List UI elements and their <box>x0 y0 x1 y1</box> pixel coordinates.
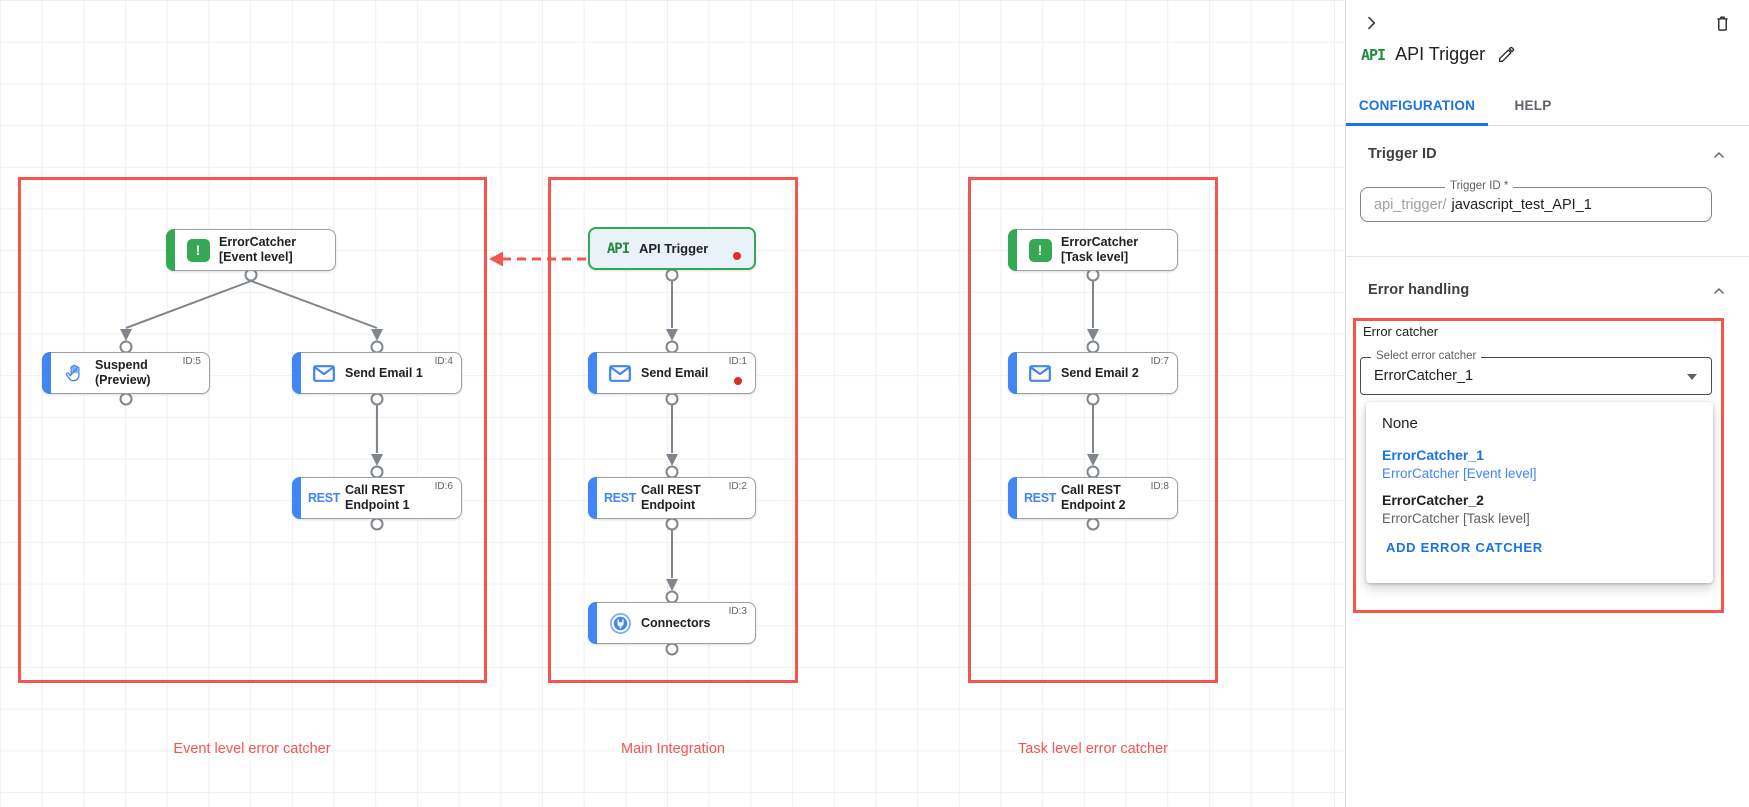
trigger-id-field[interactable]: Trigger ID * api_trigger/ javascript_tes… <box>1360 180 1712 222</box>
trash-icon <box>1716 16 1728 31</box>
node-send-email-2[interactable]: Send Email 2 ID:7 <box>1008 352 1178 394</box>
delete-trigger-button[interactable] <box>1709 10 1735 36</box>
node-label: Send Email 1 <box>345 365 423 380</box>
option-name: ErrorCatcher_1 <box>1382 447 1484 463</box>
pencil-icon <box>1499 46 1515 63</box>
node-id-badge: ID:6 <box>434 481 453 492</box>
node-ports <box>119 268 1100 656</box>
panel-title: API Trigger <box>1395 44 1486 64</box>
node-send-email-1[interactable]: Send Email 1 ID:4 <box>292 352 462 394</box>
node-id-badge: ID:5 <box>182 356 201 367</box>
mail-icon <box>1026 364 1054 382</box>
error-catcher-group-label: Error catcher <box>1363 324 1439 339</box>
caption-task-level: Task level error catcher <box>1018 741 1168 757</box>
node-color-stripe <box>1008 477 1017 519</box>
section-divider <box>1346 256 1749 257</box>
node-connectors[interactable]: Connectors ID:3 <box>588 602 756 644</box>
unsaved-change-dot <box>733 252 741 260</box>
error-catcher-link-arrow <box>489 251 588 267</box>
error-catcher-icon: ! <box>1026 238 1054 262</box>
node-call-rest-endpoint-2[interactable]: REST Call REST Endpoint 2 ID:8 <box>1008 477 1178 519</box>
rest-icon: REST <box>603 491 637 505</box>
mail-icon <box>606 364 634 382</box>
section-trigger-id: Trigger ID <box>1368 146 1437 162</box>
collapse-trigger-id-button[interactable] <box>1711 147 1727 163</box>
option-description: ErrorCatcher [Task level] <box>1382 511 1530 526</box>
option-name: ErrorCatcher_2 <box>1382 492 1484 508</box>
node-call-rest-endpoint[interactable]: REST Call REST Endpoint ID:2 <box>588 477 756 519</box>
node-color-stripe <box>292 477 301 519</box>
rest-icon: REST <box>307 491 341 505</box>
select-error-catcher-label: Select error catcher <box>1371 350 1482 362</box>
add-error-catcher-button[interactable]: ADD ERROR CATCHER <box>1386 540 1543 555</box>
connector-icon <box>606 612 634 635</box>
menu-item-none[interactable]: None <box>1382 415 1418 432</box>
node-color-stripe <box>588 477 597 519</box>
node-label: Connectors <box>641 615 711 630</box>
node-label: Send Email 2 <box>1061 365 1139 380</box>
workflow-canvas[interactable]: Event level error catcher Main Integrati… <box>0 0 1345 807</box>
dropdown-caret-icon <box>1687 374 1697 380</box>
collapse-error-handling-button[interactable] <box>1711 283 1727 299</box>
tab-help[interactable]: HELP <box>1514 97 1552 113</box>
node-label: ErrorCatcher [Event level] <box>219 235 297 264</box>
caption-main-integration: Main Integration <box>621 741 725 757</box>
node-label: Call REST Endpoint <box>641 483 701 512</box>
connector-lines <box>125 280 1094 578</box>
chevron-up-icon <box>1714 288 1724 294</box>
error-catcher-dropdown-menu: None ErrorCatcher_1 ErrorCatcher [Event … <box>1366 402 1713 583</box>
node-id-badge: ID:1 <box>728 356 747 367</box>
node-errorcatcher-event-level[interactable]: ! ErrorCatcher [Event level] <box>166 229 336 271</box>
trigger-id-prefix: api_trigger/ <box>1374 196 1447 213</box>
node-color-stripe <box>1008 229 1017 271</box>
node-color-stripe <box>588 602 597 644</box>
select-error-catcher-value: ErrorCatcher_1 <box>1374 368 1474 384</box>
trigger-id-field-label: Trigger ID * <box>1445 180 1514 192</box>
node-label: Call REST Endpoint 1 <box>345 483 410 512</box>
node-color-stripe <box>42 352 51 394</box>
option-description: ErrorCatcher [Event level] <box>1382 466 1537 481</box>
node-id-badge: ID:4 <box>434 356 453 367</box>
node-color-stripe <box>588 352 597 394</box>
node-label: Suspend (Preview) <box>95 358 151 387</box>
node-color-stripe <box>166 229 175 271</box>
node-suspend[interactable]: Suspend (Preview) ID:5 <box>42 352 210 394</box>
config-panel: API API Trigger CONFIGURATION HELP Trigg… <box>1345 0 1749 807</box>
flow-edges <box>119 251 1100 656</box>
rest-icon: REST <box>1023 491 1057 505</box>
menu-item-errorcatcher-1[interactable]: ErrorCatcher_1 ErrorCatcher [Event level… <box>1382 447 1713 481</box>
tab-configuration[interactable]: CONFIGURATION <box>1346 85 1488 126</box>
chevron-up-icon <box>1714 152 1724 158</box>
node-id-badge: ID:2 <box>728 481 747 492</box>
node-id-badge: ID:3 <box>728 606 747 617</box>
panel-tabs: CONFIGURATION HELP <box>1346 85 1749 126</box>
api-trigger-icon: API <box>606 240 630 257</box>
error-catcher-icon: ! <box>184 238 212 262</box>
node-id-badge: ID:7 <box>1150 356 1169 367</box>
connector-arrowheads <box>120 329 1099 591</box>
node-label: Send Email <box>641 365 709 380</box>
api-trigger-icon: API <box>1361 45 1386 64</box>
node-errorcatcher-task-level[interactable]: ! ErrorCatcher [Task level] <box>1008 229 1178 271</box>
node-send-email[interactable]: Send Email ID:1 <box>588 352 756 394</box>
collapse-panel-button[interactable] <box>1358 10 1384 36</box>
unsaved-change-dot <box>734 377 742 385</box>
node-label: Call REST Endpoint 2 <box>1061 483 1126 512</box>
menu-item-errorcatcher-2[interactable]: ErrorCatcher_2 ErrorCatcher [Task level] <box>1382 492 1713 526</box>
node-id-badge: ID:8 <box>1150 481 1169 492</box>
node-color-stripe <box>1008 352 1017 394</box>
node-label: API Trigger <box>639 240 709 256</box>
edit-title-button[interactable] <box>1497 45 1516 64</box>
hand-icon <box>60 363 88 384</box>
mail-icon <box>310 364 338 382</box>
trigger-id-value: javascript_test_API_1 <box>1451 196 1592 213</box>
caption-event-level: Event level error catcher <box>173 741 331 757</box>
node-label: ErrorCatcher [Task level] <box>1061 235 1139 264</box>
chevron-right-icon <box>1368 16 1376 30</box>
select-error-catcher[interactable]: Select error catcher ErrorCatcher_1 <box>1360 350 1712 395</box>
node-api-trigger[interactable]: API API Trigger <box>588 227 756 270</box>
node-call-rest-endpoint-1[interactable]: REST Call REST Endpoint 1 ID:6 <box>292 477 462 519</box>
section-error-handling: Error handling <box>1368 282 1470 298</box>
node-color-stripe <box>292 352 301 394</box>
